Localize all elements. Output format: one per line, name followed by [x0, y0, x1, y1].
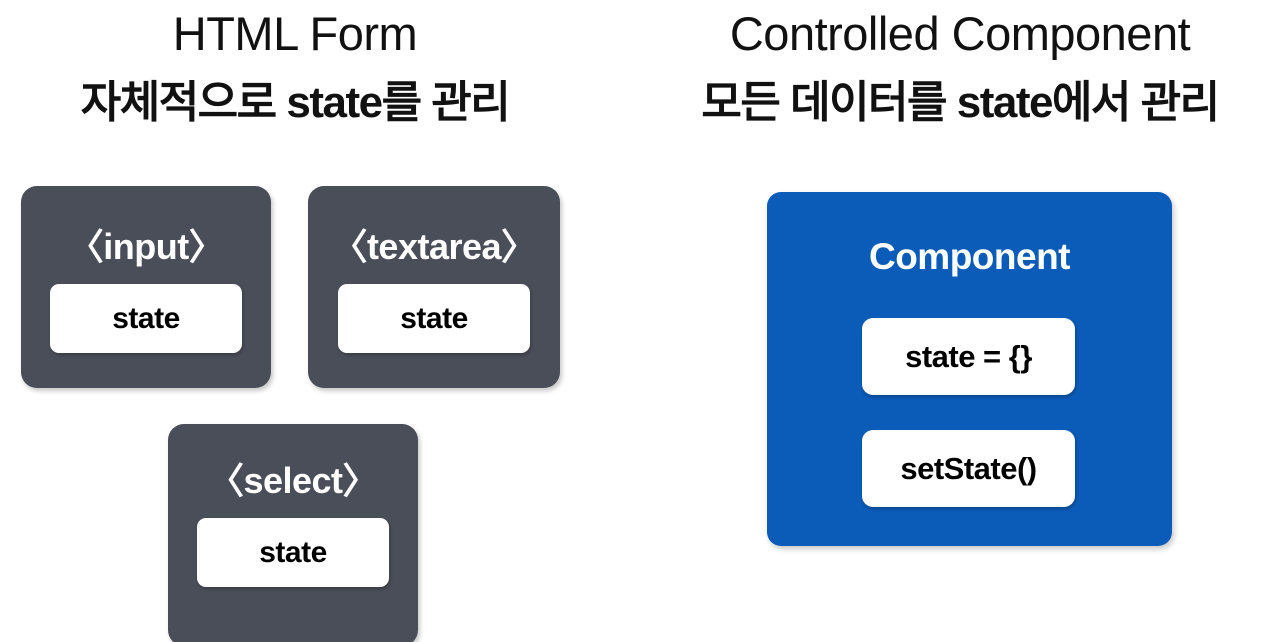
- card-textarea-state-chip-label: state: [400, 301, 468, 335]
- card-select-state-chip-label: state: [259, 535, 327, 569]
- card-input-tag-label: 〈input〉: [67, 226, 225, 267]
- component-setstate-chip: setState(): [862, 430, 1075, 507]
- right-subtitle: 모든 데이터를 state에서 관리: [701, 78, 1220, 127]
- component-setstate-chip-label: setState(): [900, 450, 1037, 486]
- card-textarea-tag-label: 〈textarea〉: [331, 226, 537, 267]
- card-textarea-state-chip: state: [338, 284, 530, 353]
- card-select-element: 〈select〉 state: [168, 424, 418, 642]
- card-select-state-chip: state: [197, 518, 389, 587]
- card-textarea-element: 〈textarea〉 state: [308, 186, 560, 388]
- right-title: Controlled Component: [729, 7, 1191, 60]
- component-state-chip-label: state = {}: [905, 338, 1032, 374]
- left-subtitle: 자체적으로 state를 관리: [80, 78, 511, 127]
- card-input-state-chip-label: state: [112, 301, 180, 335]
- card-input-element: 〈input〉 state: [21, 186, 271, 388]
- component-box-title: Component: [868, 236, 1071, 277]
- card-input-state-chip: state: [50, 284, 242, 353]
- left-title: HTML Form: [172, 7, 418, 60]
- left-column-heading: HTML Form 자체적으로 state를 관리: [0, 10, 590, 125]
- component-box: Component state = {} setState(): [767, 192, 1172, 546]
- component-state-chip: state = {}: [862, 318, 1075, 395]
- card-select-tag-label: 〈select〉: [207, 460, 379, 501]
- right-column-heading: Controlled Component 모든 데이터를 state에서 관리: [660, 10, 1260, 125]
